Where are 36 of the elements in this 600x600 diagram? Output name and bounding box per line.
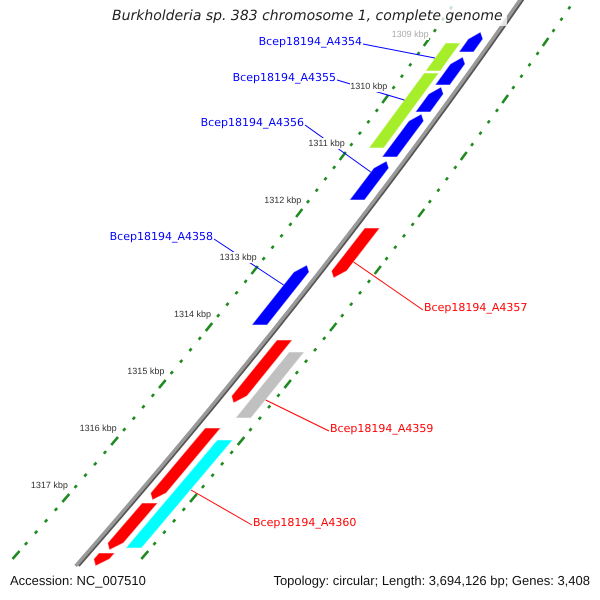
gene-segment xyxy=(458,31,484,52)
leader-line xyxy=(265,400,330,432)
gene-segment xyxy=(150,428,222,501)
gene-label: Bcep18194_A4355 xyxy=(232,71,336,85)
scale-label: 1312 kbp xyxy=(264,195,302,206)
gene-segment xyxy=(434,56,466,86)
gene-segment xyxy=(93,552,116,567)
gene-segment xyxy=(348,160,390,200)
leader-line xyxy=(362,44,436,58)
leader-line xyxy=(190,490,252,526)
gene-segment xyxy=(107,502,159,551)
scale-label: 1310 kbp xyxy=(350,81,388,92)
gene-band xyxy=(124,440,234,548)
gene-band xyxy=(424,42,462,72)
scale-label: 1315 kbp xyxy=(127,366,164,377)
gene-label: Bcep18194_A4360 xyxy=(253,516,356,530)
gene-segment xyxy=(330,228,381,279)
scale-label: 1309 kbp xyxy=(392,29,429,40)
scale-label: 1316 kbp xyxy=(80,423,117,434)
gene-label: Bcep18194_A4359 xyxy=(330,422,434,436)
gene-segment xyxy=(230,340,294,404)
gene-segment xyxy=(414,86,444,112)
scale-label: 1314 kbp xyxy=(174,309,212,320)
accession-text: Accession: NC_007510 xyxy=(10,574,146,588)
gene-segment xyxy=(381,113,424,158)
genome-summary-text: Topology: circular; Length: 3,694,126 bp; Genes: 3,408 xyxy=(273,574,590,588)
scale-label: 1311 kbp xyxy=(308,138,345,149)
gene-label: Bcep18194_A4356 xyxy=(200,116,304,130)
gene-segment xyxy=(250,264,310,326)
scale-label: 1313 kbp xyxy=(220,252,257,263)
gene-label: Bcep18194_A4357 xyxy=(424,301,528,315)
gene-label: Bcep18194_A4358 xyxy=(110,230,213,244)
scale-label: 1317 kbp xyxy=(30,480,68,491)
leader-line xyxy=(353,262,424,310)
gene-label: Bcep18194_A4354 xyxy=(258,35,362,49)
gene-band xyxy=(234,352,306,418)
